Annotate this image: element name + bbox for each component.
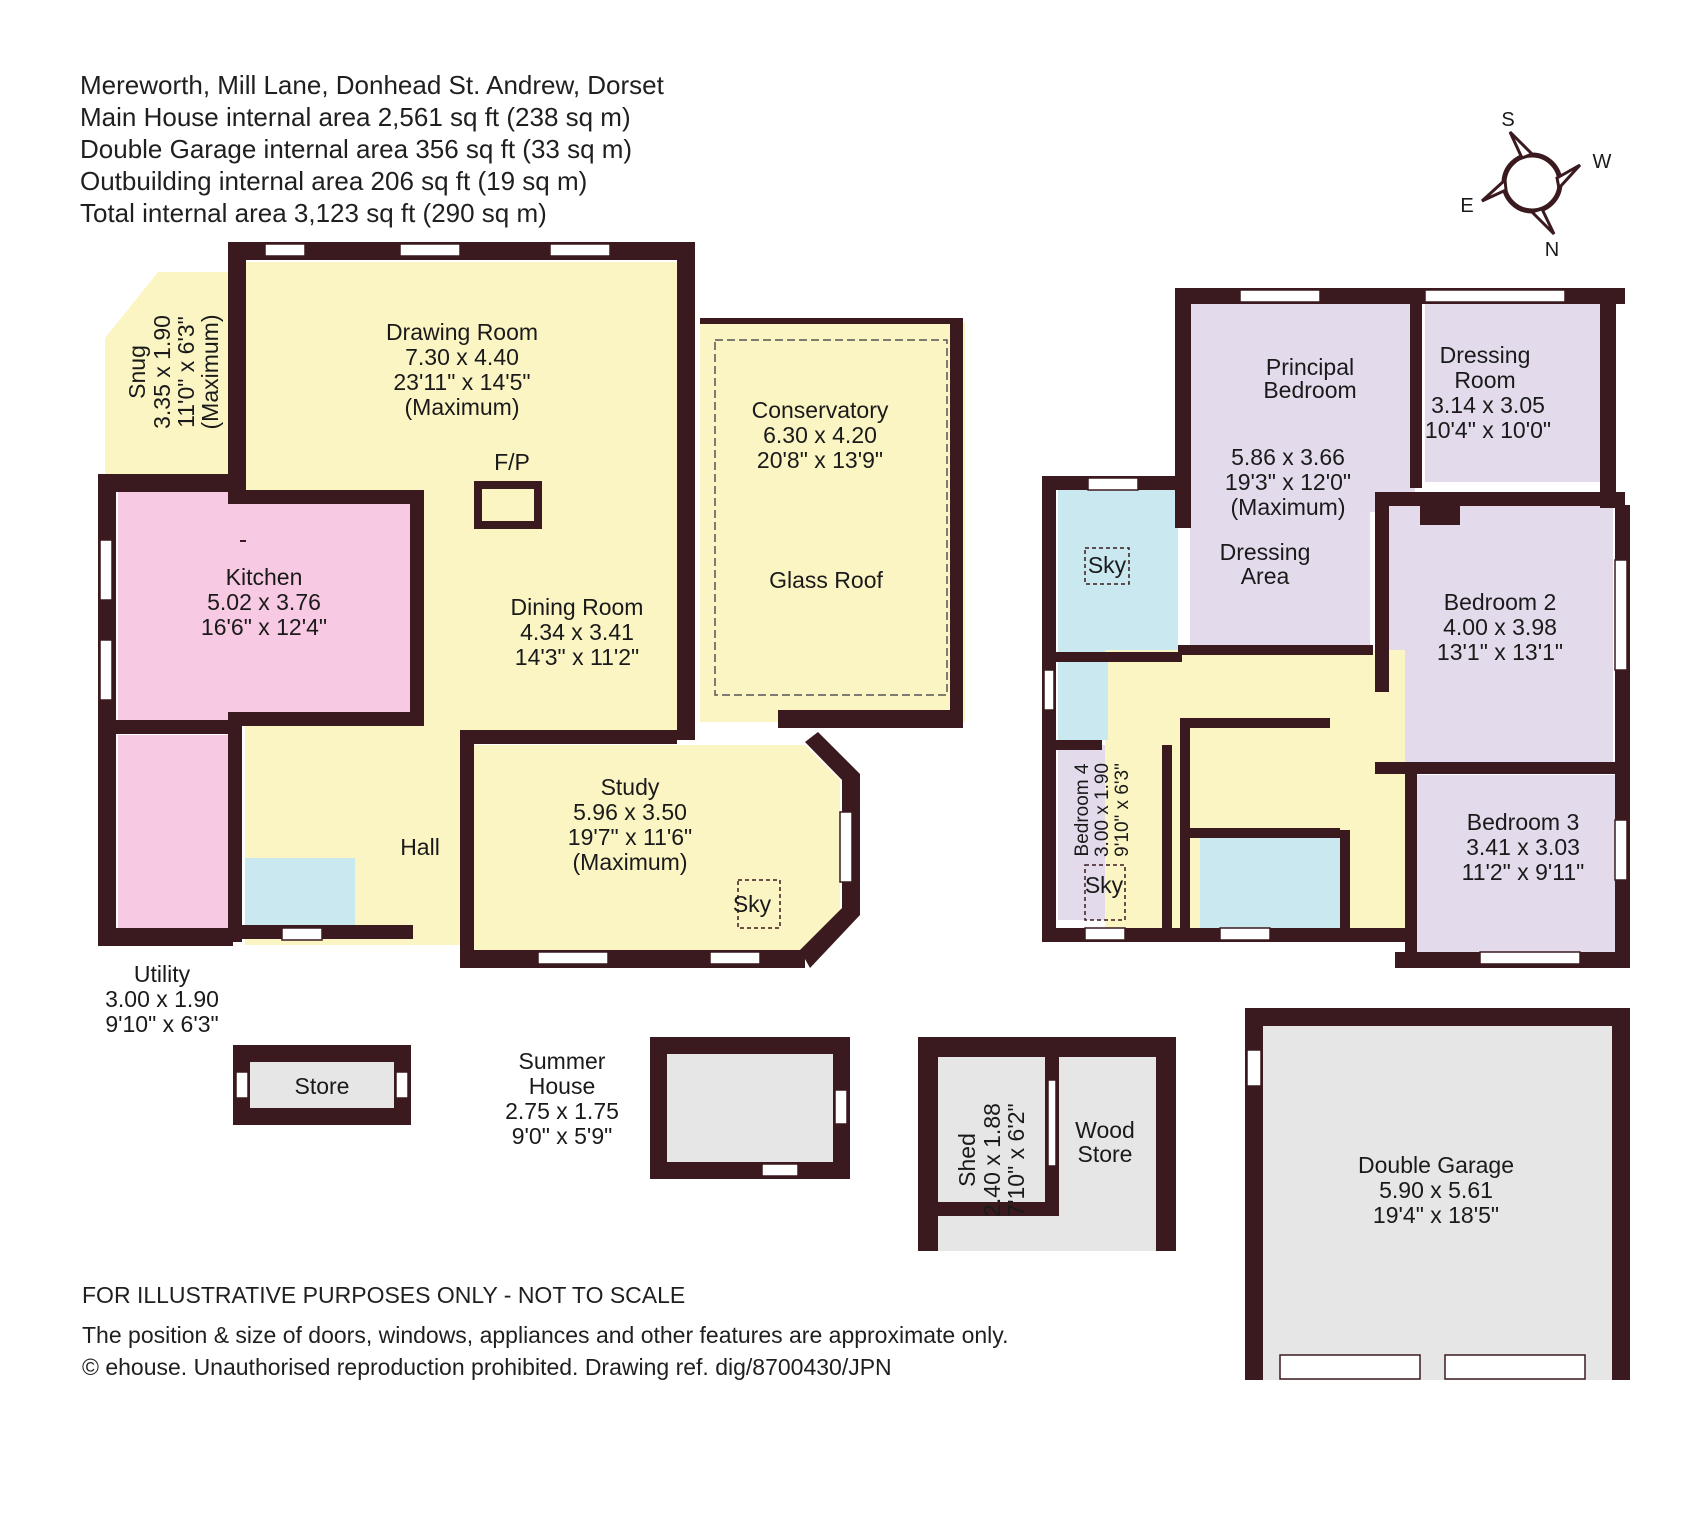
snug-label: Snug — [124, 345, 150, 399]
main-house-area: Main House internal area 2,561 sq ft (23… — [80, 102, 631, 132]
snug-size-m: 3.35 x 1.90 — [149, 315, 175, 429]
summer-house-size-ft: 9'0" x 5'9" — [512, 1123, 613, 1149]
ground-floor — [98, 242, 965, 968]
utility-size-m: 3.00 x 1.90 — [105, 986, 219, 1012]
property-address: Mereworth, Mill Lane, Donhead St. Andrew… — [80, 70, 664, 100]
snug-room — [105, 272, 228, 480]
bedroom-2-room — [1388, 495, 1613, 765]
dining-room-size-m: 4.34 x 3.41 — [520, 619, 634, 645]
dressing-room-size-m: 3.14 x 3.05 — [1431, 392, 1545, 418]
compass-w-label: W — [1593, 151, 1612, 173]
glass-roof-label: Glass Roof — [769, 567, 883, 593]
dining-room — [418, 494, 685, 739]
utility-room — [118, 735, 230, 935]
shed-label: Shed — [954, 1133, 980, 1187]
dressing-room-size-ft: 10'4" x 10'0" — [1425, 417, 1551, 443]
shed-building — [918, 1037, 1176, 1251]
conservatory-label: Conservatory — [752, 397, 889, 423]
hall-label: Hall — [400, 834, 440, 860]
outbuilding-area: Outbuilding internal area 206 sq ft (19 … — [80, 166, 588, 196]
wc-room — [1058, 660, 1108, 740]
ensuite-skylight-label: Sky — [1088, 552, 1127, 578]
store-building — [233, 1045, 411, 1125]
ensuite-room — [1058, 490, 1178, 652]
double-garage-size-ft: 19'4" x 18'5" — [1373, 1202, 1499, 1228]
dressing-area-label-2: Area — [1241, 563, 1290, 589]
conservatory-size-ft: 20'8" x 13'9" — [757, 447, 883, 473]
cloakroom — [245, 858, 355, 938]
bedroom-4-label: Bedroom 4 — [1072, 763, 1093, 856]
double-garage-size-m: 5.90 x 5.61 — [1379, 1177, 1493, 1203]
principal-bedroom-label-1: Principal — [1266, 354, 1354, 380]
store-label: Store — [295, 1073, 350, 1099]
summer-house-label-1: Summer — [519, 1048, 606, 1074]
bedroom-4-size-ft: 9'10" x 6'3" — [1112, 763, 1133, 857]
shed-size-m: 2.40 x 1.88 — [979, 1103, 1005, 1217]
kitchen-size-m: 5.02 x 3.76 — [207, 589, 321, 615]
bedroom-2-size-m: 4.00 x 3.98 — [1443, 614, 1557, 640]
drawing-room-label: Drawing Room — [386, 319, 538, 345]
copyright-text: © ehouse. Unauthorised reproduction proh… — [82, 1354, 892, 1380]
snug-max: (Maximum) — [197, 315, 223, 430]
conservatory-size-m: 6.30 x 4.20 — [763, 422, 877, 448]
utility-size-ft: 9'10" x 6'3" — [105, 1011, 218, 1037]
principal-bedroom-size-ft: 19'3" x 12'0" — [1225, 469, 1351, 495]
study-size-ft: 19'7" x 11'6" — [568, 824, 692, 850]
summer-house-building — [650, 1037, 850, 1179]
conservatory-room — [700, 322, 965, 722]
utility-label: Utility — [134, 961, 191, 987]
compass-n-label: N — [1545, 239, 1559, 261]
summer-house-size-m: 2.75 x 1.75 — [505, 1098, 619, 1124]
first-floor — [1042, 288, 1630, 968]
kitchen-size-ft: 16'6" x 12'4" — [201, 614, 327, 640]
dining-room-label: Dining Room — [511, 594, 644, 620]
drawing-room — [240, 262, 685, 494]
principal-bedroom-label-2: Bedroom — [1263, 377, 1356, 403]
dressing-room-label-2: Room — [1454, 367, 1515, 393]
dining-room-size-ft: 14'3" x 11'2" — [515, 644, 639, 670]
dressing-area-label-1: Dressing — [1220, 539, 1311, 565]
principal-bedroom-size-m: 5.86 x 3.66 — [1231, 444, 1345, 470]
fireplace-label: F/P — [494, 449, 530, 475]
bedroom-3-label: Bedroom 3 — [1467, 809, 1580, 835]
wood-store-label-1: Wood — [1075, 1117, 1135, 1143]
drawing-room-size-m: 7.30 x 4.40 — [405, 344, 519, 370]
kitchen-label: Kitchen — [226, 564, 303, 590]
compass-e-label: E — [1460, 195, 1473, 217]
bedroom-4-skylight-label: Sky — [1085, 872, 1124, 898]
summer-house-label-2: House — [529, 1073, 595, 1099]
study-label: Study — [601, 774, 660, 800]
principal-bedroom-room — [1190, 302, 1415, 512]
double-garage-building — [1245, 1008, 1630, 1380]
approximation-note: The position & size of doors, windows, a… — [82, 1322, 1009, 1348]
principal-bedroom-max: (Maximum) — [1231, 494, 1346, 520]
bedroom-2-size-ft: 13'1" x 13'1" — [1437, 639, 1563, 665]
snug-size-ft: 11'0" x 6'3" — [173, 316, 199, 428]
bedroom-3-room — [1415, 775, 1615, 955]
total-area: Total internal area 3,123 sq ft (290 sq … — [80, 198, 547, 228]
bathroom-room — [1200, 835, 1340, 935]
bedroom-3-size-ft: 11'2" x 9'11" — [1462, 859, 1585, 885]
double-garage-area: Double Garage internal area 356 sq ft (3… — [80, 134, 633, 164]
double-garage-label: Double Garage — [1358, 1152, 1514, 1178]
dressing-room-room — [1425, 302, 1600, 482]
study-max: (Maximum) — [573, 849, 688, 875]
dressing-room-label-1: Dressing — [1440, 342, 1531, 368]
drawing-room-size-ft: 23'11" x 14'5" — [393, 369, 530, 395]
study-room — [470, 745, 840, 960]
shed-size-ft: 7'10" x 6'2" — [1003, 1103, 1029, 1216]
compass-s-label: S — [1501, 109, 1514, 131]
study-size-m: 5.96 x 3.50 — [573, 799, 687, 825]
bedroom-3-size-m: 3.41 x 3.03 — [1466, 834, 1580, 860]
bedroom-2-label: Bedroom 2 — [1444, 589, 1557, 615]
dressing-area-room — [1190, 512, 1370, 650]
wood-store-label-2: Store — [1078, 1141, 1133, 1167]
compass-icon: S W E N — [1460, 109, 1611, 261]
drawing-room-max: (Maximum) — [405, 394, 520, 420]
study-skylight-label: Sky — [733, 891, 772, 917]
bedroom-4-size-m: 3.00 x 1.90 — [1092, 763, 1113, 857]
kitchen-room — [118, 492, 418, 722]
disclaimer-text: FOR ILLUSTRATIVE PURPOSES ONLY - NOT TO … — [82, 1282, 686, 1308]
